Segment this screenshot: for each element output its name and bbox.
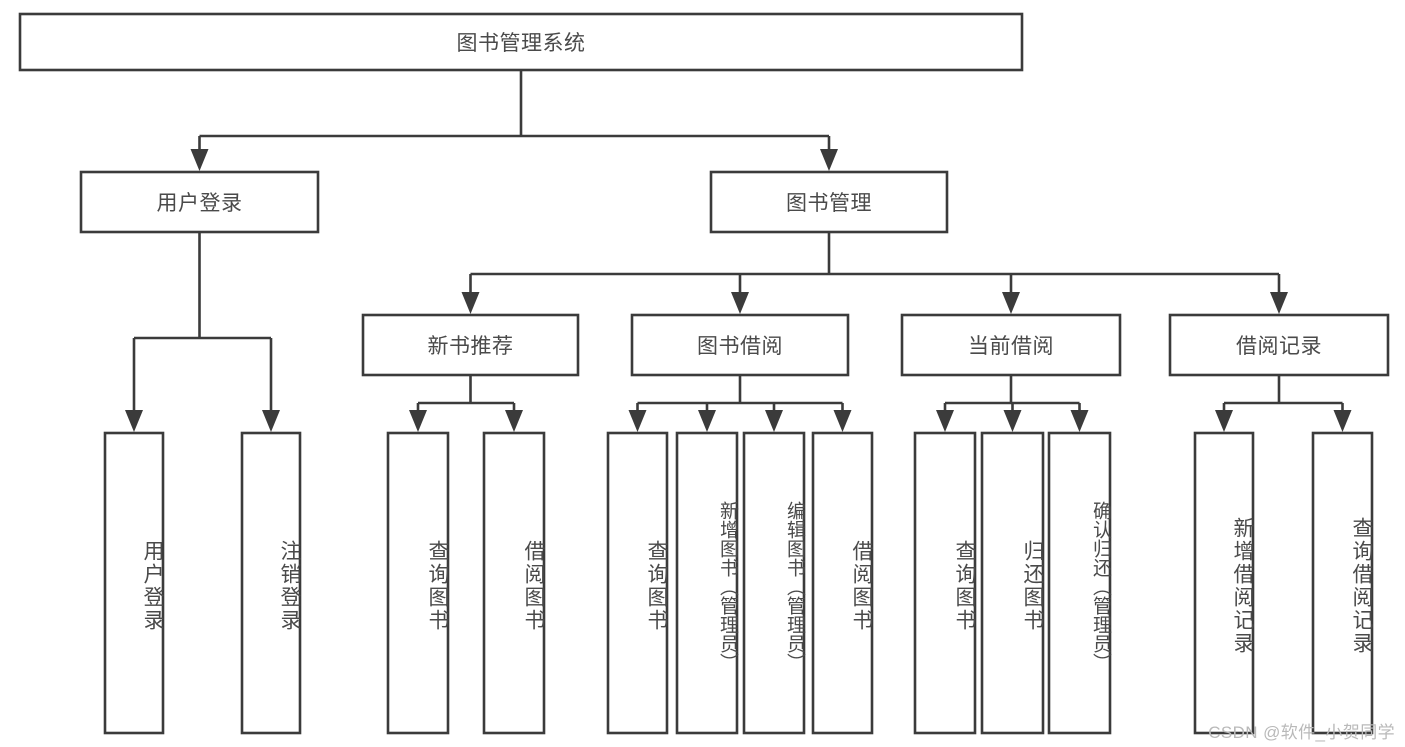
arrow-head-icon (1002, 292, 1020, 314)
node-box-leaf-borrow-book[interactable] (811, 431, 874, 735)
node-box-root[interactable] (18, 12, 1024, 72)
node-box-leaf-user-login[interactable] (103, 431, 165, 735)
node-box-leaf-return-book[interactable] (980, 431, 1045, 735)
arrow-head-icon (505, 410, 523, 432)
arrow-head-icon (765, 410, 783, 432)
arrow-head-icon (190, 149, 209, 171)
arrow-head-icon (409, 410, 427, 432)
arrow-head-icon (1215, 410, 1233, 432)
node-box-leaf-add-borrow-record[interactable] (1193, 431, 1255, 735)
node-box-new-book-recommend[interactable] (361, 313, 580, 377)
arrow-head-icon (1333, 410, 1352, 432)
node-box-leaf-query-book-borrow[interactable] (606, 431, 669, 735)
node-box-leaf-borrow-book-recommend[interactable] (482, 431, 546, 735)
node-box-borrow-record[interactable] (1168, 313, 1390, 377)
node-box-book-management[interactable] (709, 170, 949, 234)
node-box-leaf-query-book-recommend[interactable] (386, 431, 450, 735)
node-box-leaf-logout-login[interactable] (240, 431, 302, 735)
arrow-head-icon (461, 292, 480, 314)
node-box-book-borrow[interactable] (630, 313, 850, 377)
node-box-leaf-query-borrow-record[interactable] (1311, 431, 1374, 735)
arrow-head-icon (833, 410, 852, 432)
arrow-head-icon (1270, 292, 1288, 314)
csdn-watermark: CSDN @软件_小贺同学 (1208, 723, 1395, 742)
node-box-leaf-confirm-return-admin[interactable] (1047, 431, 1112, 735)
arrow-head-icon (628, 410, 647, 432)
node-box-leaf-edit-book-admin[interactable] (742, 431, 806, 735)
node-boxes (18, 12, 1390, 735)
arrow-head-icon (1003, 410, 1022, 432)
connector-lines (125, 70, 1352, 432)
arrow-head-icon (731, 292, 749, 314)
arrow-head-icon (1070, 410, 1089, 432)
arrow-head-icon (125, 410, 143, 432)
node-box-current-borrow[interactable] (900, 313, 1122, 377)
arrow-head-icon (262, 410, 280, 432)
node-box-leaf-add-book-admin[interactable] (675, 431, 739, 735)
node-box-user-login[interactable] (79, 170, 320, 234)
arrow-head-icon (936, 410, 954, 432)
node-box-leaf-query-book-current[interactable] (913, 431, 977, 735)
arrow-head-icon (698, 410, 716, 432)
arrow-head-icon (820, 149, 838, 171)
